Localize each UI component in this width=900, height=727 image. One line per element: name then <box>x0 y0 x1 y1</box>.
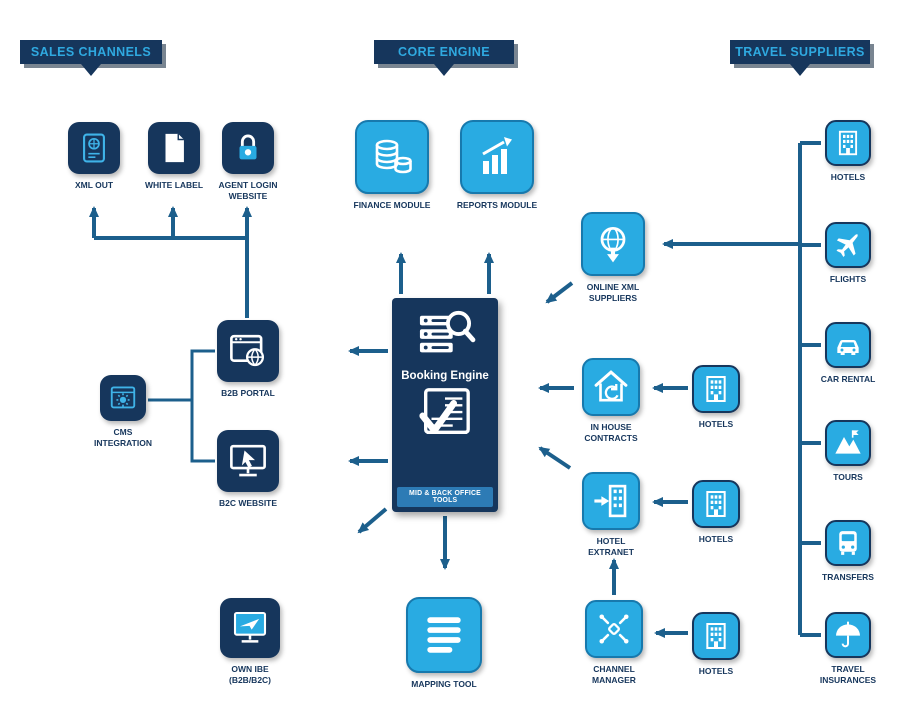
search-servers-icon <box>413 308 477 367</box>
node-label: TRANSFERS <box>822 572 874 582</box>
bus-icon <box>825 520 871 566</box>
hotel-building-icon <box>692 480 740 528</box>
node-label: HOTELS <box>830 172 866 182</box>
list-icon <box>406 597 482 673</box>
hotel-building-icon <box>825 120 871 166</box>
xml-out-icon <box>68 122 120 174</box>
booking-engine-title: Booking Engine <box>401 370 489 382</box>
node-label: ONLINE XML SUPPLIERS <box>586 282 640 303</box>
globe-download-icon <box>581 212 645 276</box>
node-tours: TOURS <box>803 420 893 483</box>
coins-icon <box>355 120 429 194</box>
node-label: CMS INTEGRATION <box>94 427 152 448</box>
node-label: CAR RENTAL <box>820 374 876 384</box>
node-transfers: TRANSFERS <box>803 520 893 583</box>
node-label: FINANCE MODULE <box>353 200 431 210</box>
node-label: FLIGHTS <box>829 274 867 284</box>
gear-browser-icon <box>100 375 146 421</box>
node-hotel-extranet: HOTEL EXTRANET <box>566 472 656 557</box>
node-b2b-portal: B2B PORTAL <box>203 320 293 399</box>
node-in-house-contracts: IN HOUSE CONTRACTS <box>566 358 656 443</box>
mountains-flag-icon <box>825 420 871 466</box>
node-label: HOTELS <box>698 419 734 429</box>
node-hotels-2: HOTELS <box>671 480 761 545</box>
booking-engine: Booking Engine MID & BACK OFFICE TOOLS <box>392 298 498 512</box>
node-hotels-right: HOTELS <box>803 120 893 183</box>
airplane-icon <box>825 222 871 268</box>
node-travel-insurances: TRAVEL INSURANCES <box>803 612 893 685</box>
node-car-rental: CAR RENTAL <box>803 322 893 385</box>
node-hotels-1: HOTELS <box>671 365 761 430</box>
node-label: HOTELS <box>698 666 734 676</box>
node-label: OWN IBE (B2B/B2C) <box>228 664 272 685</box>
node-hotels-3: HOTELS <box>671 612 761 677</box>
node-label: TRAVEL INSURANCES <box>819 664 877 685</box>
building-inbound-arrow-icon <box>582 472 640 530</box>
node-agent-login: AGENT LOGIN WEBSITE <box>203 122 293 201</box>
document-icon <box>148 122 200 174</box>
lock-icon <box>222 122 274 174</box>
node-online-xml-suppliers: ONLINE XML SUPPLIERS <box>568 212 658 303</box>
bar-chart-icon <box>460 120 534 194</box>
node-label: HOTEL EXTRANET <box>588 536 634 557</box>
node-finance-module: FINANCE MODULE <box>347 120 437 211</box>
node-label: B2B PORTAL <box>221 388 275 398</box>
monitor-cursor-icon <box>217 430 279 492</box>
node-label: CHANNEL MANAGER <box>592 664 636 685</box>
umbrella-icon <box>825 612 871 658</box>
document-check-icon <box>413 386 477 447</box>
header-core-engine: CORE ENGINE <box>374 40 514 76</box>
car-icon <box>825 322 871 368</box>
node-flights: FLIGHTS <box>803 222 893 285</box>
hotel-building-icon <box>692 365 740 413</box>
header-sales-channels: SALES CHANNELS <box>20 40 162 76</box>
house-refresh-icon <box>582 358 640 416</box>
node-label: B2C WEBSITE <box>218 498 278 508</box>
node-own-ibe: OWN IBE (B2B/B2C) <box>205 598 295 685</box>
hotel-building-icon <box>692 612 740 660</box>
node-mapping-tool: MAPPING TOOL <box>399 597 489 690</box>
node-label: REPORTS MODULE <box>456 200 538 210</box>
node-label: MAPPING TOOL <box>411 679 477 689</box>
node-label: AGENT LOGIN WEBSITE <box>218 180 278 201</box>
network-hub-icon <box>585 600 643 658</box>
node-label: HOTELS <box>698 534 734 544</box>
node-cms-integration: CMS INTEGRATION <box>78 375 168 448</box>
node-b2c-website: B2C WEBSITE <box>203 430 293 509</box>
node-label: WHITE LABEL <box>144 180 204 190</box>
header-travel-suppliers: TRAVEL SUPPLIERS <box>730 40 870 76</box>
node-channel-manager: CHANNEL MANAGER <box>569 600 659 685</box>
booking-engine-footer: MID & BACK OFFICE TOOLS <box>397 487 493 507</box>
node-label: XML OUT <box>74 180 114 190</box>
node-reports-module: REPORTS MODULE <box>452 120 542 211</box>
node-white-label: WHITE LABEL <box>129 122 219 191</box>
node-xml-out: XML OUT <box>49 122 139 191</box>
node-label: TOURS <box>833 472 863 482</box>
browser-globe-icon <box>217 320 279 382</box>
monitor-plane-icon <box>220 598 280 658</box>
node-label: IN HOUSE CONTRACTS <box>584 422 638 443</box>
